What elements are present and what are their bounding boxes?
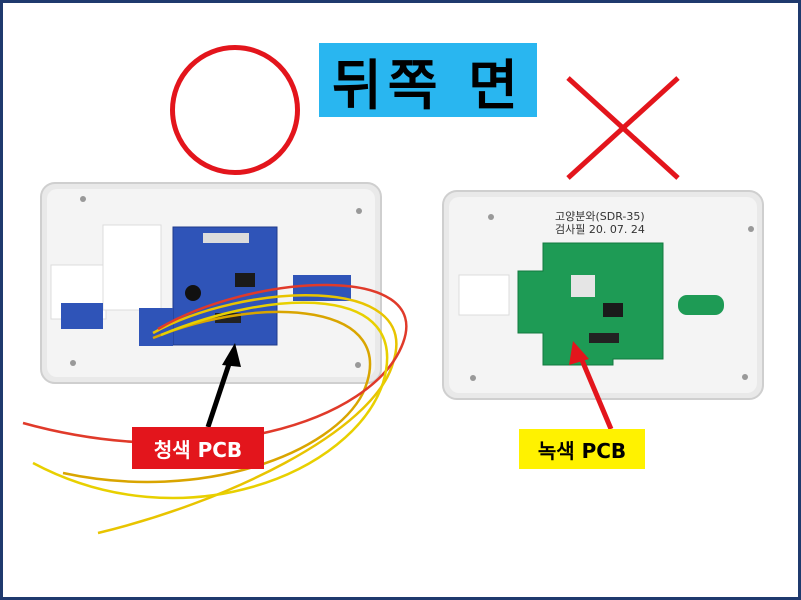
title-banner: 뒤쪽 면	[319, 43, 537, 117]
green-pcb-label: 녹색 PCB	[519, 429, 645, 469]
device-photo	[22, 182, 764, 535]
right-device-back	[442, 190, 764, 400]
stamp-line-2: 검사필 20. 07. 24	[555, 223, 645, 236]
left-device-back	[40, 182, 382, 384]
stamp-line-1: 고양분와(SDR-35)	[555, 210, 645, 223]
arrows	[205, 341, 614, 430]
inspection-stamp: 고양분와(SDR-35) 검사필 20. 07. 24	[555, 210, 645, 236]
blue-pcb-label: 청색 PCB	[132, 427, 264, 469]
page-title: 뒤쪽 면	[332, 53, 524, 117]
wrong-cross-mark	[566, 76, 680, 180]
correct-circle-mark	[170, 45, 300, 175]
